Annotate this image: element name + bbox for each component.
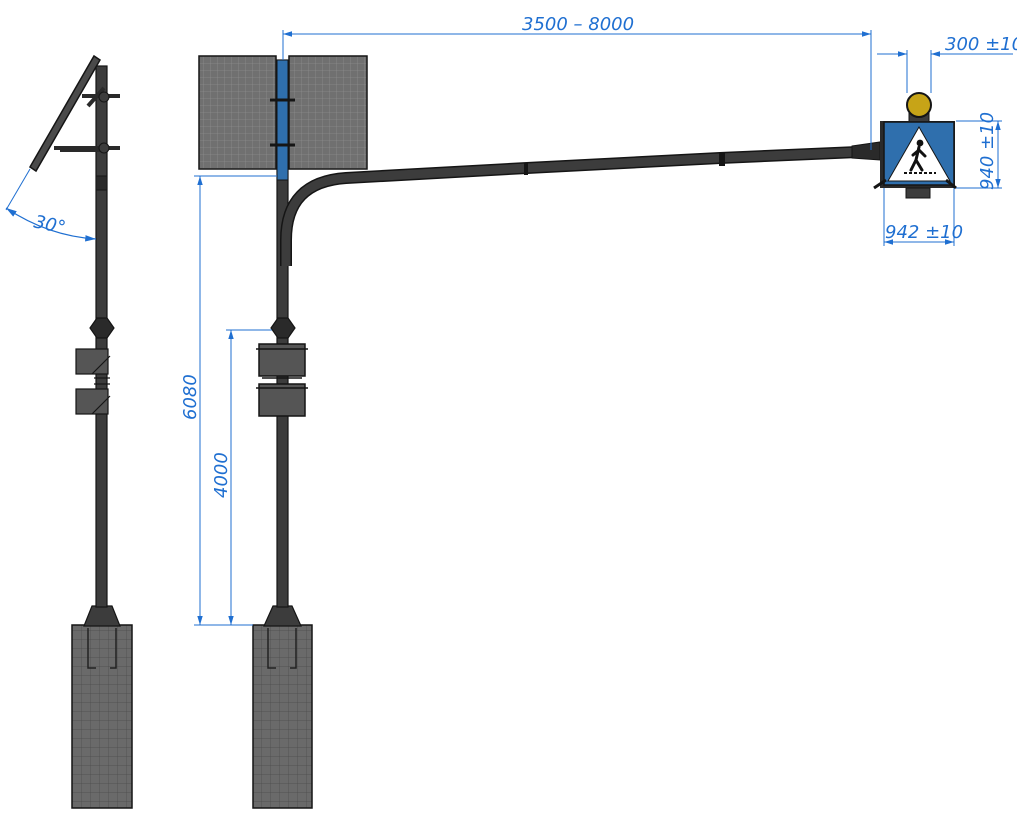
crossing-sign-triangle — [887, 125, 951, 182]
panel-mount-clamps — [270, 98, 295, 147]
box-height-label: 4000 — [211, 452, 232, 498]
side-anchor-bolts — [87, 628, 117, 669]
side-solar-panel — [28, 54, 102, 173]
angle-dimension-arc — [5, 207, 97, 242]
side-pole-joint — [89, 317, 115, 339]
side-pole-base — [83, 605, 121, 627]
arm-coupling — [524, 163, 528, 175]
sign-width-label: 942 ±10 — [885, 222, 963, 243]
side-view: 30° — [5, 54, 133, 809]
front-pole-joint — [270, 317, 296, 339]
arm-length-label: 3500 – 8000 — [522, 14, 634, 35]
arm-clamp — [719, 152, 725, 166]
solar-panel-left — [198, 55, 277, 170]
front-foundation-block — [252, 624, 313, 809]
front-view — [198, 55, 957, 809]
pedestrian-crossing-icon — [904, 139, 936, 174]
dimension-lines — [194, 30, 1013, 626]
side-bracket-clamp-lower — [98, 142, 110, 154]
mast-arm-fill — [281, 147, 859, 266]
side-bracket-collar — [95, 175, 108, 191]
angle-extension-line — [5, 168, 31, 211]
sign-mount-feet — [873, 178, 957, 190]
panel-mount-column — [276, 59, 289, 181]
sign-height-label: 940 ±10 — [977, 112, 998, 190]
side-bracket-clamp-upper — [98, 91, 110, 103]
arm-end-flange — [851, 141, 881, 161]
front-anchor-bolts — [267, 628, 297, 669]
front-pole-base — [263, 605, 302, 627]
lamp-diameter-label: 300 ±10 — [945, 34, 1017, 55]
overall-height-label: 6080 — [180, 374, 201, 420]
sign-bottom-bracket — [905, 187, 931, 199]
side-box-straps — [91, 355, 111, 415]
front-box-brackets — [256, 348, 308, 389]
warning-lamp — [906, 92, 932, 118]
solar-panel-right — [288, 55, 368, 170]
side-foundation-block — [71, 624, 133, 809]
front-equipment-box-lower — [258, 383, 306, 417]
side-equipment-box-upper — [75, 348, 109, 375]
side-equipment-box-lower — [75, 388, 109, 415]
tilt-angle-label: 30° — [32, 211, 68, 238]
